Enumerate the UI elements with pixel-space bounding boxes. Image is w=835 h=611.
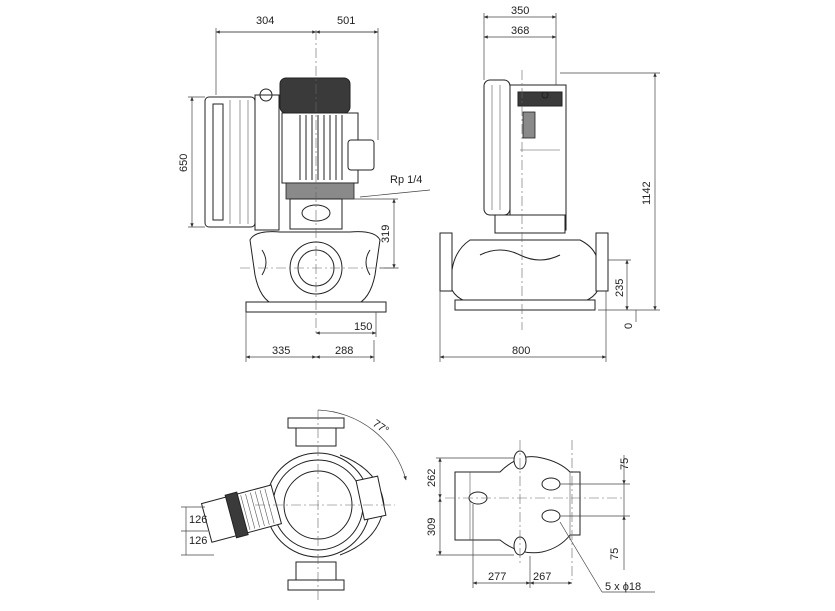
dim-262: 262 <box>426 469 438 487</box>
top-view: 77° 126 126 <box>181 409 407 600</box>
dim-800: 800 <box>512 345 530 357</box>
hole <box>541 509 561 523</box>
dim-126-lower: 126 <box>189 535 207 547</box>
dim-368: 368 <box>511 25 529 37</box>
dim-309: 309 <box>426 518 438 536</box>
port-label: Rp 1/4 <box>390 174 422 186</box>
side-fan-cover <box>483 79 511 216</box>
dim-319: 319 <box>380 225 392 243</box>
front-view: 304 501 650 Rp 1/4 319 150 335 288 <box>178 15 431 362</box>
dim-267: 267 <box>533 571 551 583</box>
cooling-fins <box>299 115 343 180</box>
angle-77: 77° <box>370 418 391 437</box>
side-pump-body <box>451 239 599 306</box>
dim-75-upper: 75 <box>619 458 631 470</box>
dim-650: 650 <box>178 154 190 172</box>
dim-304: 304 <box>256 15 274 27</box>
base-plan: 262 309 75 75 277 267 5 x ϕ18 <box>426 440 655 593</box>
dim-288: 288 <box>335 345 353 357</box>
dim-235: 235 <box>614 279 626 297</box>
hole-note: 5 x ϕ18 <box>605 581 641 593</box>
dim-126-upper: 126 <box>189 514 207 526</box>
side-motor-box <box>509 84 567 231</box>
dim-150: 150 <box>354 321 372 333</box>
motor-housing <box>279 77 351 114</box>
dim-1142: 1142 <box>641 181 653 205</box>
dim-350: 350 <box>511 5 529 17</box>
dim-75-lower: 75 <box>609 548 621 560</box>
dim-0: 0 <box>623 323 635 329</box>
dim-277: 277 <box>488 571 506 583</box>
dim-335: 335 <box>272 345 290 357</box>
dim-501: 501 <box>337 15 355 27</box>
side-view: 350 368 1142 235 0 800 <box>439 5 660 362</box>
hole <box>541 477 561 491</box>
